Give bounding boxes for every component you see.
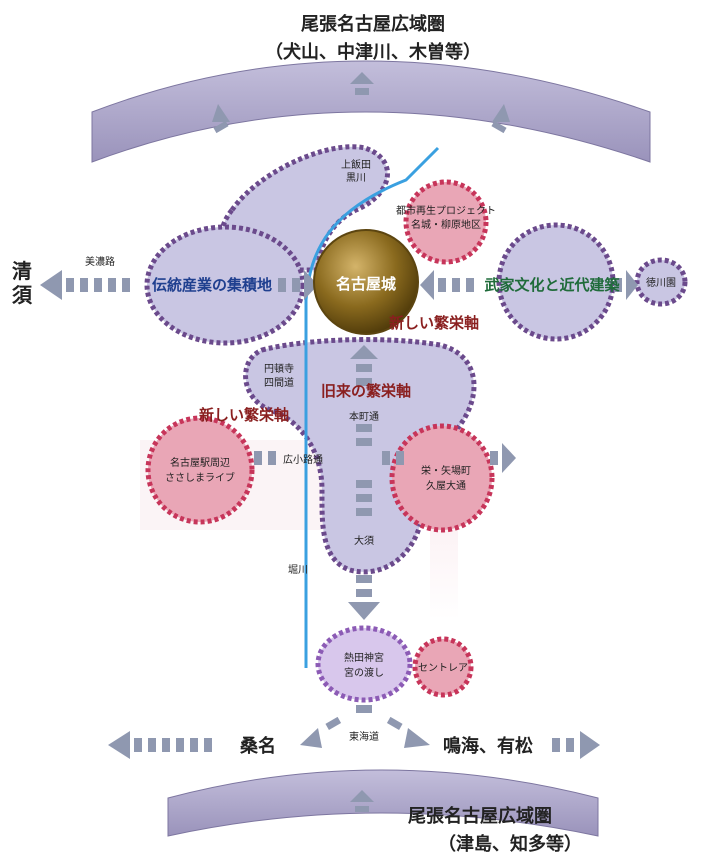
sakae-label-1: 栄・矢場町 <box>421 464 471 477</box>
osu-label: 大須 <box>354 534 374 547</box>
samurai-zone-label: 武家文化と近代建築 <box>484 276 620 294</box>
samurai-zone <box>496 222 616 342</box>
traditional-to-castle-arrow <box>278 270 318 300</box>
top-region-title: 尾張名古屋広域圏 <box>301 13 445 35</box>
top-up-arrow <box>350 72 374 95</box>
castle-label: 名古屋城 <box>336 275 396 293</box>
centrair-label: セントレア <box>418 662 468 674</box>
sakae-label-2: 久屋大通 <box>426 479 466 492</box>
kiyosu-label-char: 須 <box>12 283 33 307</box>
samurai-to-castle-arrow <box>420 270 474 300</box>
horikawa-label: 堀川 <box>288 564 308 576</box>
tokugawaen-zone <box>634 257 688 307</box>
hirokoji-label: 広小路通 <box>283 453 323 466</box>
enjuji-label-2: 四間道 <box>264 376 294 389</box>
enjuji-label-1: 円頓寺 <box>264 362 294 375</box>
honmachi-label: 本町通 <box>349 410 379 423</box>
top-left-arrow <box>212 104 230 134</box>
west-arrow <box>40 270 130 300</box>
new-axis-right-label: 新しい繁栄軸 <box>389 314 479 332</box>
kamiiida-label-2: 黒川 <box>346 172 366 184</box>
kuwana-label: 桑名 <box>240 735 276 757</box>
kamiiida-label-1: 上飯田 <box>341 158 371 171</box>
bottom-region-band <box>167 769 599 837</box>
narumi-label: 鳴海、有松 <box>443 735 533 757</box>
tokaido-label: 東海道 <box>349 730 379 743</box>
atsuta-label-2: 宮の渡し <box>344 666 384 679</box>
nagoya-castle-circle <box>313 229 419 335</box>
urban-label-1: 都市再生プロジェクト <box>396 204 496 217</box>
top-right-arrow <box>491 104 510 134</box>
hirokoji-arrow <box>254 443 516 473</box>
kiyosu-label: 清須 <box>12 259 33 307</box>
top-region-subtitle: （犬山、中津川、木曽等） <box>265 41 481 63</box>
samurai-to-tokugawaen-arrow <box>614 270 638 300</box>
old-axis-label: 旧来の繁栄軸 <box>321 382 411 400</box>
traditional-zone-label: 伝統産業の集積地 <box>152 276 272 294</box>
kuwana-arrow <box>108 731 212 759</box>
south-arrow <box>348 575 380 620</box>
atsuta-label-1: 熱田神宮 <box>344 651 384 664</box>
urban-zone <box>403 179 489 265</box>
station-label-2: ささしまライブ <box>165 471 235 484</box>
kiyosu-label-char: 清 <box>12 259 32 283</box>
narumi-arrow <box>552 731 600 759</box>
station-label-1: 名古屋駅周辺 <box>170 456 230 469</box>
centrair-zone <box>412 636 474 698</box>
honmachi-arrow <box>350 345 378 516</box>
new-axis-left-label: 新しい繁栄軸 <box>199 406 289 424</box>
atsuta-zone <box>315 625 413 703</box>
minoji-label: 美濃路 <box>85 255 115 268</box>
traditional-zone <box>144 224 306 346</box>
tokaido-fork-arrows <box>300 705 430 748</box>
urban-label-2: 名城・柳原地区 <box>411 218 481 231</box>
top-region-band <box>91 60 651 163</box>
station-zone <box>145 415 255 525</box>
bottom-up-arrow <box>350 790 374 812</box>
bottom-region-title: 尾張名古屋広域圏 <box>408 805 552 827</box>
bottom-region-subtitle: （津島、知多等） <box>438 833 582 855</box>
tokugawaen-label: 徳川園 <box>646 276 676 289</box>
sakae-zone <box>389 423 495 533</box>
